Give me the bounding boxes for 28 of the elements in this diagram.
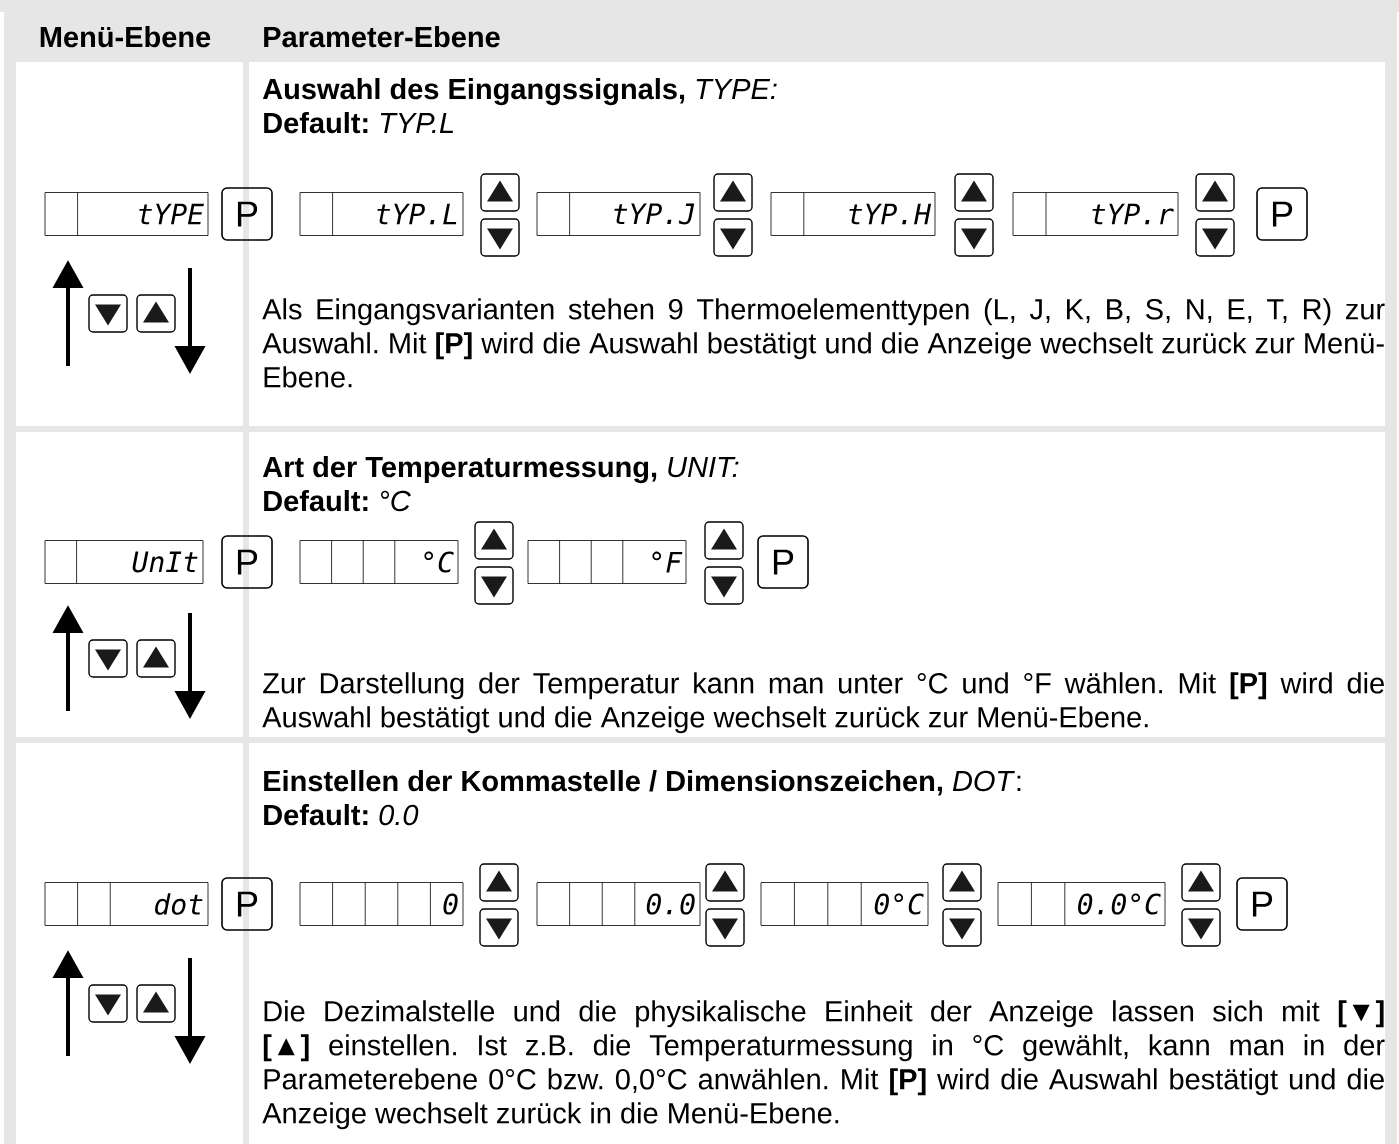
p-key: P: [1256, 187, 1308, 241]
p-key: P: [1236, 877, 1288, 931]
p-key: P: [221, 877, 273, 931]
p-key: P: [221, 535, 273, 589]
section-heading: Auswahl des Eingangssignals, TYPE:: [262, 78, 777, 106]
description-text: Zur Darstellung der Temperatur kann man unter °C und °F wählen. Mit [P] wird die Auswahl bestätigt und die Anzeige wechselt zurück zur Menü-Ebene.: [262, 672, 1384, 734]
segment-display: dot: [44, 882, 209, 926]
default-note: Default: °C: [264, 490, 411, 512]
p-key: P: [221, 187, 273, 241]
segment-display: UnIt: [44, 540, 204, 584]
segment-display: tYPE: [44, 192, 209, 236]
default-note: Default: TYP.L: [264, 112, 454, 134]
section-heading: Einstellen der Kommastelle / Dimensionszeichen, DOT:: [264, 770, 1021, 796]
default-note: Default: 0.0: [264, 804, 419, 826]
segment-display: 0.0°C: [997, 882, 1166, 926]
segment-display: tYP.L: [299, 192, 464, 236]
segment-display: 0: [299, 882, 464, 926]
description-text: Als Eingangsvarianten stehen 9 Thermoelementtypen (L, J, K, B, S, N, E, T, R) zur Auswahl. Mit [P] wird die Auswahl bestätigt und die Anzeige wechselt zurück zur Menü-Ebene.: [262, 298, 1385, 388]
p-key: P: [757, 535, 809, 589]
segment-display: 0°C: [760, 882, 929, 926]
segment-display: °C: [299, 540, 459, 584]
section-heading: Art der Temperaturmessung, UNIT:: [262, 456, 739, 484]
segment-display: 0.0: [536, 882, 701, 926]
segment-display: °F: [527, 540, 687, 584]
segment-display: tYP.J: [536, 192, 701, 236]
segment-display: tYP.H: [770, 192, 936, 236]
segment-display: tYP.r: [1012, 192, 1179, 236]
description-text: Die Dezimalstelle und die physikalische Einheit der Anzeige lassen sich mit [▼] [▲] einstellen. Ist z.B. die Temperaturmessung in °C gewählt, kann man in der Parameterebene 0°C bzw. 0,0°C anwählen. Mit [P] wird die Auswahl bestätigt und die Anzeige wechselt zurück in die Menü-Ebene.: [262, 1000, 1385, 1130]
